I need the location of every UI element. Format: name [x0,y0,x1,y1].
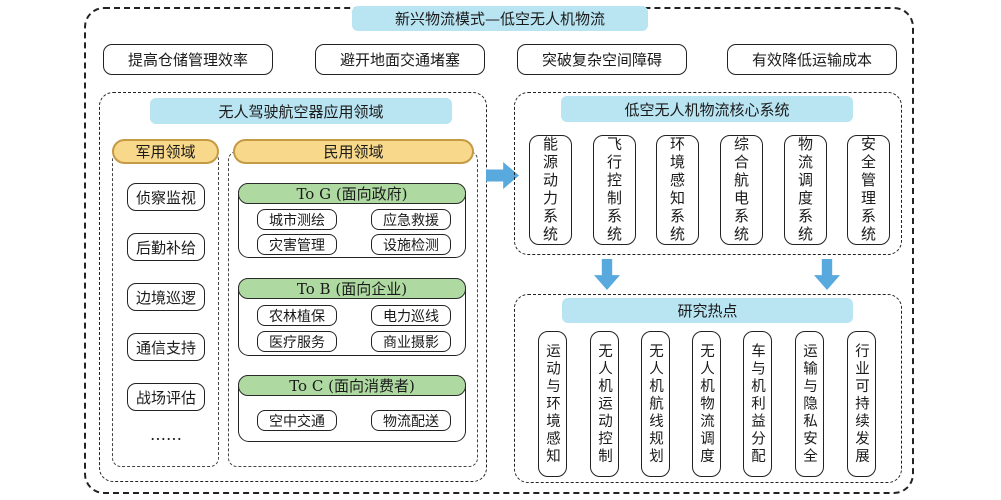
benefit-box: 避开地面交通堵塞 [315,44,485,75]
civil-item: 城市测绘 [257,209,337,230]
core-system-column: 综合航电系统 [720,135,763,245]
research-column: 运输与隐私安全 [795,331,824,477]
to-b-group: To B (面向企业) 农林植保 电力巡线 医疗服务 商业摄影 [238,278,466,356]
benefit-box: 有效降低运输成本 [727,44,897,75]
application-areas-box [99,92,487,482]
core-system-column: 环境感知系统 [656,135,699,245]
research-column: 无人机航线规划 [641,331,670,477]
research-column: 车与机利益分配 [743,331,772,477]
research-column: 运动与环境感知 [538,331,567,477]
core-system-column: 安全管理系统 [847,135,890,245]
research-hotspots-title: 研究热点 [562,298,853,323]
to-g-group: To G (面向政府) 城市测绘 应急救援 灾害管理 设施检测 [238,183,466,258]
core-system-column: 能源动力系统 [529,135,572,245]
military-item: 后勤补给 [127,233,205,261]
military-more-ellipsis: …… [150,424,182,444]
to-c-group: To C (面向消费者) 空中交通 物流配送 [238,375,466,442]
civil-item: 空中交通 [257,410,337,431]
civil-header: 民用领域 [233,139,474,164]
military-item: 战场评估 [127,383,205,411]
military-item: 边境巡逻 [127,283,205,311]
diagram-title: 新兴物流模式—低空无人机物流 [352,6,648,31]
civil-item: 灾害管理 [257,234,337,255]
to-c-header: To C (面向消费者) [238,375,466,396]
civil-item: 物流配送 [371,410,451,431]
military-header: 军用领域 [112,139,219,164]
civil-item: 医疗服务 [257,331,337,352]
civil-item: 电力巡线 [371,305,451,326]
research-column: 无人机运动控制 [590,331,619,477]
application-areas-title: 无人驾驶航空器应用领域 [150,98,452,124]
to-b-header: To B (面向企业) [238,278,466,299]
core-system-column: 物流调度系统 [784,135,827,245]
benefit-box: 提高仓储管理效率 [103,44,273,75]
research-column: 无人机物流调度 [692,331,721,477]
civil-item: 商业摄影 [371,331,451,352]
core-system-box [514,92,902,255]
research-hotspots-box [514,294,902,483]
civil-item: 农林植保 [257,305,337,326]
civil-item: 应急救援 [371,209,451,230]
core-system-title: 低空无人机物流核心系统 [561,96,853,122]
to-g-header: To G (面向政府) [238,183,466,204]
benefit-box: 突破复杂空间障碍 [517,44,687,75]
military-item: 侦察监视 [127,183,205,211]
military-item: 通信支持 [127,333,205,361]
civil-item: 设施检测 [371,234,451,255]
research-column: 行业可持续发展 [847,331,876,477]
core-system-column: 飞行控制系统 [593,135,636,245]
